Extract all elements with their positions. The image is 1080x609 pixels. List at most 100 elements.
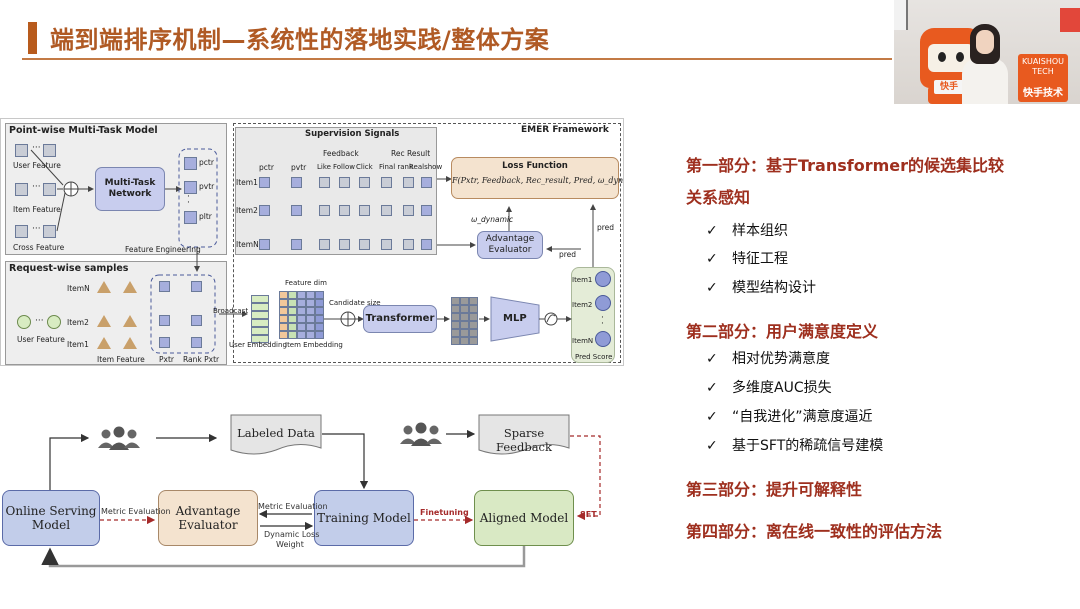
webcam-whiteboard: [894, 0, 908, 30]
section-2-heading: 第二部分：用户满意度定义: [686, 322, 879, 341]
item-embedding-cell: [288, 331, 297, 339]
feature-cell: [43, 144, 56, 157]
user-circle: [47, 315, 61, 329]
online-serving-model-node: Online Serving Model: [2, 490, 100, 546]
pred-score-column: [571, 267, 615, 363]
broadcast-label: Broadcast: [213, 307, 249, 315]
pred-item1-label: Item1: [572, 276, 593, 284]
item-feature-triangle: [97, 315, 111, 327]
webcam-video: 快手 KUAISHOU TECH 快手技术: [894, 0, 1080, 104]
feedback-signal-cell: [319, 177, 330, 188]
candidate-size-label: Candidate size: [329, 299, 381, 307]
feedback-signal-cell: [359, 239, 370, 250]
arch-connectors: [30, 148, 596, 354]
request-section: [5, 261, 227, 365]
omega-dynamic-label: ω_dynamic: [471, 215, 514, 224]
advantage-evaluator-box: Advantage Evaluator: [477, 231, 543, 259]
section-3-heading: 第三部分：提升可解释性: [686, 480, 863, 499]
item-embedding-cell: [306, 291, 315, 299]
advantage-node-label: Advantage: [175, 504, 241, 518]
item-text: 样本组织: [732, 223, 788, 239]
pvtr-label: pvtr: [199, 182, 215, 191]
request-pxtr-cell: [159, 337, 170, 348]
title-accent-bar: [28, 22, 37, 54]
title-bar: 端到端排序机制—系统性的落地实践/整体方案: [28, 16, 892, 60]
rec-signal-cell: [421, 205, 432, 216]
request-rank-cell: [191, 337, 202, 348]
pred-itemN-label: ItemN: [572, 337, 594, 345]
feature-cell: [15, 183, 28, 196]
user-embedding-label: User Embedding: [229, 341, 287, 349]
item-embedding-cell: [315, 291, 324, 299]
feature-cell: [15, 144, 28, 157]
mlp-label: MLP: [503, 313, 527, 324]
item-embedding-cell: [288, 323, 297, 331]
dynamic-loss-weight-label: Weight: [276, 540, 304, 549]
sparse-feedback-document: Sparse Feedback: [478, 414, 570, 456]
section-1-heading: 第一部分：基于Transformer的候选集比较: [686, 156, 1005, 175]
check-icon: ✓: [706, 409, 718, 425]
advantage-evaluator-node: Advantage Evaluator: [158, 490, 258, 546]
rec-signal-cell: [403, 205, 414, 216]
feedback-signal-cell: [319, 239, 330, 250]
item-embedding-cell: [297, 299, 306, 307]
evaluator-label: Evaluator: [488, 245, 532, 255]
transformer-output-cell: [460, 337, 469, 345]
speaker-body: [962, 58, 1008, 104]
check-icon: ✓: [706, 280, 718, 296]
sup-pvtr-label: pvtr: [291, 163, 307, 172]
item-feature-triangle: [123, 315, 137, 327]
item-embedding-cell: [288, 315, 297, 323]
user-embedding-cell: [251, 311, 269, 319]
section-2-item: ✓多维度AUC损失: [706, 377, 832, 397]
pxtr-signal-cell: [259, 239, 270, 250]
pred-score-circle: [595, 271, 611, 287]
rec-signal-cell: [421, 239, 432, 250]
feedback-signal-cell: [381, 205, 392, 216]
pred-label-2: pred: [559, 250, 577, 259]
user-embedding-cell: [251, 327, 269, 335]
transformer-label: Transformer: [365, 313, 435, 324]
loss-formula: F(Pxtr, Feedback, Rec_result, Pred, ω_dy…: [452, 176, 624, 185]
vdots: ··: [187, 192, 190, 208]
section-2-item: ✓相对优势满意度: [706, 348, 830, 368]
transformer-output-cell: [460, 305, 469, 313]
loss-title: Loss Function: [502, 161, 568, 171]
sup-item1-label: Item1: [236, 178, 258, 187]
item-embedding-cell: [279, 323, 288, 331]
item-text: 特征工程: [732, 251, 788, 267]
pxtr-label-2: Pxtr: [159, 355, 174, 364]
pred-item2-label: Item2: [572, 301, 593, 309]
transformer-output-cell: [469, 305, 478, 313]
section-4-heading: 第四部分：离在线一致性的评估方法: [686, 522, 943, 541]
banner-subtext: 快手技术: [1023, 88, 1063, 99]
mascot-eye: [956, 52, 964, 62]
pctr-label: pctr: [199, 158, 214, 167]
item-feature-label: Item Feature: [13, 205, 61, 214]
feature-cell: [15, 225, 28, 238]
pred-score-label: Pred Score: [575, 353, 613, 361]
users-group-icon: [96, 426, 142, 452]
item-embedding-cell: [306, 307, 315, 315]
ellipsis: ···: [32, 143, 41, 153]
request-rank-cell: [191, 281, 202, 292]
transformer-output-cell: [469, 329, 478, 337]
multitask-network-box: Multi-Task Network: [95, 167, 165, 211]
webcam-logo: 快手: [934, 80, 964, 94]
speaker-face: [976, 30, 994, 54]
item-text: 基于SFT的稀疏信号建模: [732, 438, 884, 454]
transformer-output-cell: [451, 297, 460, 305]
item-embedding-cell: [306, 331, 315, 339]
feedback-signal-cell: [339, 177, 350, 188]
sup-rec-label: Rec Result: [391, 149, 431, 158]
transformer-output-cell: [460, 329, 469, 337]
sft-label: SFT: [580, 510, 597, 519]
section-2-item: ✓“自我进化”满意度逼近: [706, 406, 873, 426]
webcam-sign: [1060, 8, 1080, 32]
item-embedding-cell: [279, 291, 288, 299]
pxtr-signal-cell: [259, 177, 270, 188]
item-feature-triangle: [97, 337, 111, 349]
transformer-output-cell: [460, 313, 469, 321]
transformer-box: Transformer: [363, 305, 437, 333]
ellipsis: ···: [35, 316, 44, 326]
